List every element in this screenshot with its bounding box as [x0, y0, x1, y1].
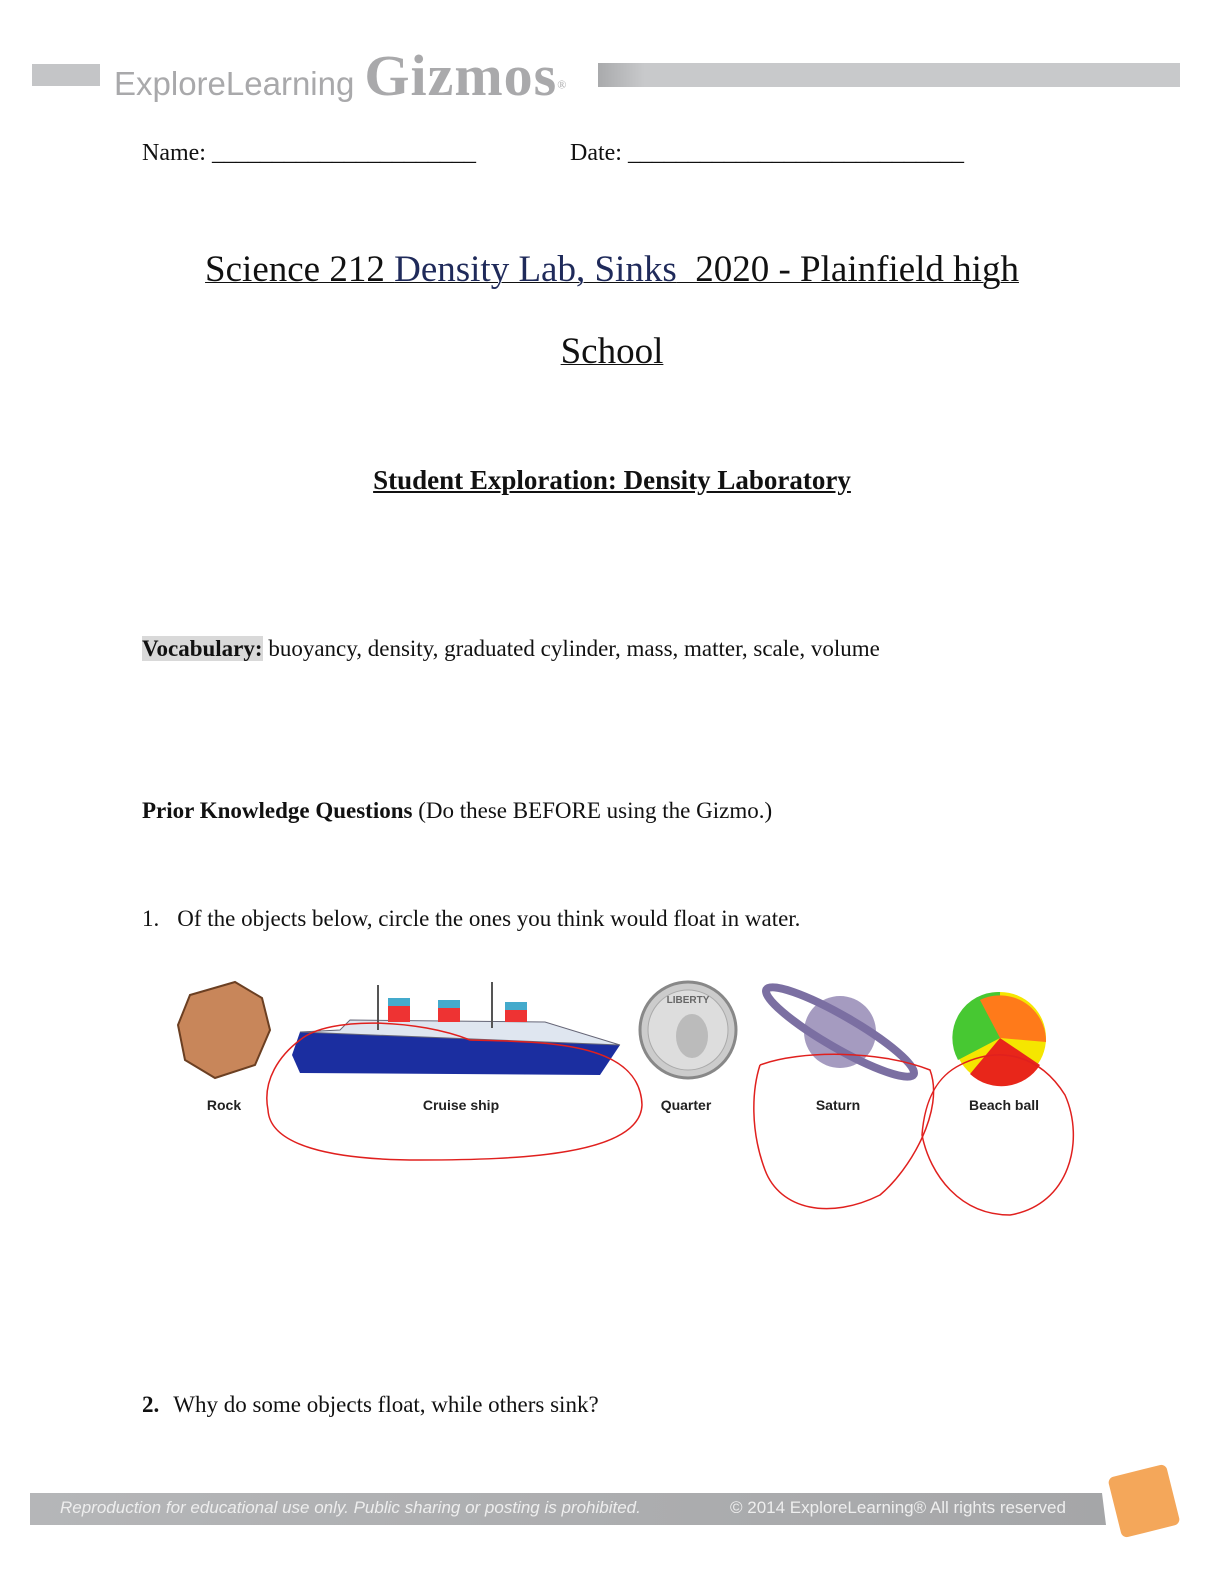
- question-number: 2.: [142, 1392, 160, 1417]
- circle-annotation-cruise-ship: [266, 1022, 643, 1161]
- registered-mark: ®: [557, 77, 567, 92]
- object-label-quarter: Quarter: [660, 1097, 712, 1113]
- header-bar-right: [598, 63, 1180, 87]
- object-label-cruise-ship: Cruise ship: [422, 1097, 500, 1113]
- question-2: 2. Why do some objects float, while other…: [142, 1392, 599, 1418]
- object-label-rock: Rock: [206, 1097, 242, 1113]
- objects-illustration: LIBERTY: [176, 980, 1075, 1216]
- object-label-saturn: Saturn: [815, 1097, 861, 1113]
- quarter-image: LIBERTY: [638, 980, 738, 1080]
- brand-right: Gizmos: [364, 43, 558, 108]
- circle-annotation-beach-ball: [921, 1054, 1075, 1216]
- prior-knowledge-note: (Do these BEFORE using the Gizmo.): [412, 798, 773, 823]
- rock-image: [176, 980, 272, 1080]
- saturn-image: [761, 983, 919, 1081]
- vocabulary: Vocabulary: buoyancy, density, graduated…: [142, 636, 880, 662]
- title-part3: 2020 - Plainfield high: [676, 249, 1019, 290]
- cruise-ship-image: [292, 982, 621, 1075]
- name-field[interactable]: Name: ______________________: [142, 140, 476, 166]
- question-number: 1.: [142, 906, 160, 931]
- title-part2: Density Lab, Sinks: [394, 249, 677, 290]
- beach-ball-image: [952, 991, 1047, 1087]
- footer-bar: [30, 1493, 1106, 1525]
- quarter-coin-text: LIBERTY: [667, 995, 710, 1006]
- question-text: Of the objects below, circle the ones yo…: [177, 906, 801, 931]
- prior-knowledge: Prior Knowledge Questions (Do these BEFO…: [142, 798, 772, 824]
- title-part1: Science 212: [205, 249, 395, 290]
- object-label-beach-ball: Beach ball: [968, 1097, 1040, 1113]
- question-1: 1. Of the objects below, circle the ones …: [142, 906, 800, 932]
- subtitle: Student Exploration: Density Laboratory: [373, 465, 851, 495]
- brand-left: ExploreLearning: [114, 65, 355, 102]
- circle-annotation-saturn: [753, 1053, 935, 1210]
- footer-copyright: © 2014 ExploreLearning® All rights reser…: [730, 1498, 1066, 1517]
- question-text: Why do some objects float, while others …: [173, 1392, 599, 1417]
- vocabulary-terms: buoyancy, density, graduated cylinder, m…: [262, 636, 880, 661]
- prior-knowledge-heading: Prior Knowledge Questions: [142, 798, 413, 823]
- document-title-line2: School: [560, 331, 664, 372]
- vocabulary-label: Vocabulary:: [142, 636, 263, 661]
- footer-notice: Reproduction for educational use only. P…: [60, 1498, 641, 1517]
- explorelearning-badge-icon: [1107, 1463, 1181, 1539]
- date-field[interactable]: Date: ____________________________: [570, 140, 964, 166]
- header-bar-left: [32, 64, 100, 86]
- document-title: Science 212 Density Lab, Sinks 2020 - Pl…: [0, 248, 1224, 291]
